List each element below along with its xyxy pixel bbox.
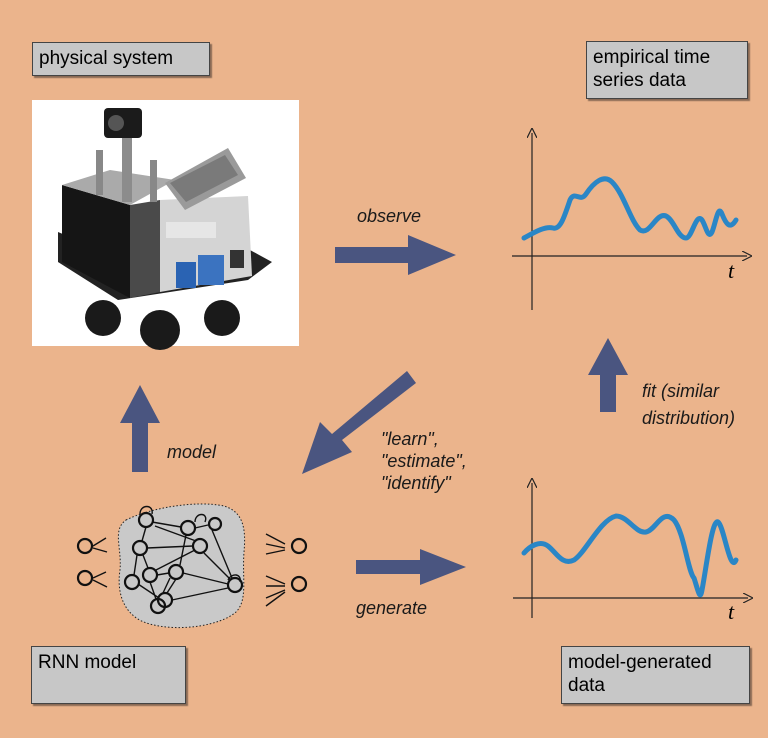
observe-arrow — [335, 235, 456, 275]
output-node — [290, 537, 308, 555]
generate-label: generate — [356, 598, 428, 618]
empirical-data-box: empirical time series data — [586, 41, 748, 99]
empirical-curve — [521, 176, 739, 241]
robot-photo — [32, 100, 299, 350]
observe-label: observe — [357, 206, 422, 226]
generated-label-line1: model-generated — [568, 652, 712, 673]
physical-system-box: physical system — [32, 42, 210, 76]
learn-label-line2: "estimate", — [381, 451, 467, 471]
rnn-model-box: RNN model — [31, 646, 186, 704]
reservoir-node — [226, 576, 244, 594]
generate-arrow — [356, 549, 466, 585]
t-axis-label-top: t — [728, 258, 735, 283]
empirical-label-line2: series data — [593, 70, 686, 91]
learn-label-line1: "learn", — [381, 429, 439, 449]
t-axis-label-bottom: t — [728, 599, 735, 624]
input-node — [76, 569, 94, 587]
reservoir-node — [149, 597, 167, 615]
model-label: model — [167, 442, 217, 462]
empirical-chart — [512, 133, 747, 310]
physical-system-label: physical system — [39, 48, 174, 69]
output-node — [290, 575, 308, 593]
fit-label: fit (similar distribution) — [642, 378, 735, 432]
input-node — [76, 537, 94, 555]
reservoir-node — [123, 573, 141, 591]
generated-curve — [521, 513, 739, 598]
fit-arrow — [588, 338, 628, 412]
empirical-label-line1: empirical time — [593, 47, 711, 68]
learn-arrow — [302, 371, 416, 474]
fit-label-line2: distribution) — [642, 408, 736, 428]
rnn-network — [76, 503, 308, 629]
model-arrow — [120, 385, 160, 472]
reservoir-blob — [117, 503, 246, 629]
learn-label: "learn", "estimate", "identify" — [381, 428, 467, 494]
rnn-model-label: RNN model — [38, 652, 137, 673]
fit-label-line1: fit (similar — [642, 381, 719, 401]
arrows — [120, 235, 628, 585]
generated-label-line2: data — [568, 675, 605, 696]
learn-label-line3: "identify" — [381, 473, 451, 493]
generated-data-box: model-generated data — [561, 646, 750, 704]
generated-chart — [513, 483, 748, 618]
reservoir-node — [207, 516, 223, 532]
